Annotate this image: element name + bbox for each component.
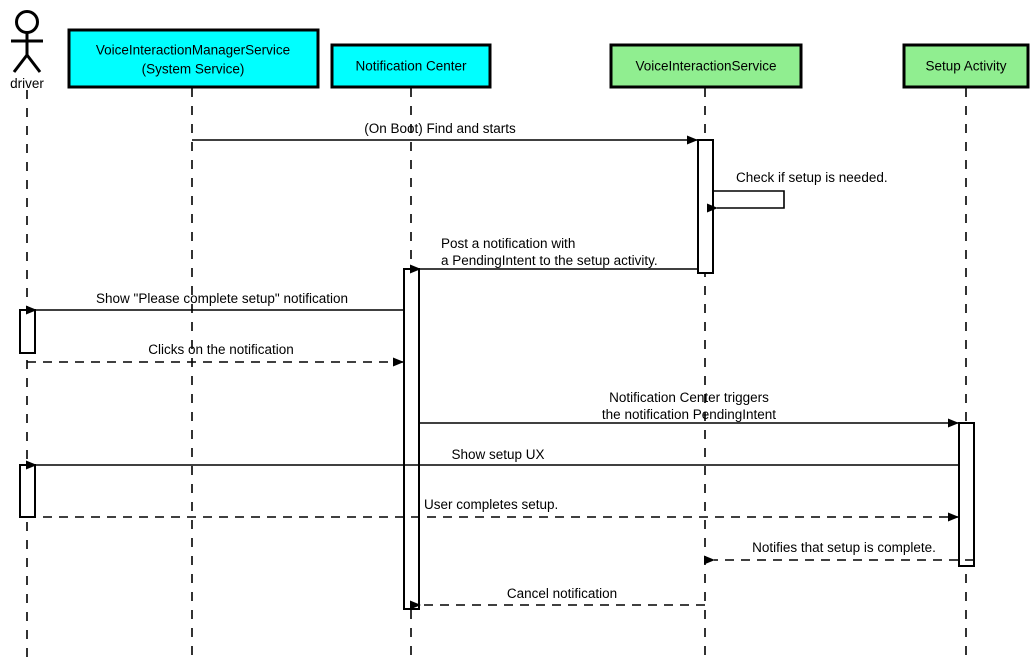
message-label: Clicks on the notification	[148, 342, 294, 357]
activation-bar-notification-center-1	[403, 268, 420, 610]
message-label: (On Boot) Find and starts	[364, 121, 516, 136]
message-label-line1: Notification Center triggers	[609, 390, 769, 405]
participant-label-driver: driver	[10, 76, 44, 91]
actor-head-icon	[15, 10, 39, 34]
participant-notification-center[interactable]: Notification Center	[330, 43, 492, 89]
message-label-line2: a PendingIntent to the setup activity.	[441, 253, 658, 268]
message-show-setup-ux[interactable]: Show setup UX	[26, 447, 959, 470]
message-label: Show setup UX	[451, 447, 544, 462]
message-self-call-path	[707, 190, 785, 213]
message-label-line2: the notification PendingIntent	[602, 407, 776, 422]
message-notification-center-triggers-pendingintent[interactable]: Notification Center triggers the notific…	[419, 390, 959, 428]
participant-label-line1: Notification Center	[355, 59, 467, 74]
actor-leg-right-icon	[25, 54, 42, 73]
message-label-line1: Post a notification with	[441, 236, 575, 251]
message-notifies-that-setup-is-complete[interactable]: Notifies that setup is complete.	[704, 540, 974, 565]
participant-box	[902, 43, 1030, 89]
participant-label-line1: VoiceInteractionManagerService	[96, 43, 290, 58]
participant-setup-activity[interactable]: Setup Activity	[902, 43, 1030, 89]
participant-voiceinteractionservice[interactable]: VoiceInteractionService	[609, 43, 803, 89]
message-post-a-notification[interactable]: Post a notification with a PendingIntent…	[410, 236, 698, 274]
participant-driver[interactable]: driver	[10, 10, 44, 92]
message-user-completes-setup[interactable]: User completes setup.	[27, 497, 959, 522]
activation-bar-driver-2	[19, 464, 36, 518]
message-label: Cancel notification	[507, 586, 617, 601]
participant-box	[67, 28, 320, 89]
participant-box	[609, 43, 803, 89]
participant-box	[330, 43, 492, 89]
message-show-please-complete-setup-notification[interactable]: Show "Please complete setup" notificatio…	[26, 291, 404, 315]
participant-voiceinteractionmanagerservice[interactable]: VoiceInteractionManagerService (System S…	[67, 28, 320, 89]
actor-leg-left-icon	[12, 54, 29, 73]
activation-bar-setup-activity-1	[958, 422, 975, 567]
message-label: Check if setup is needed.	[736, 170, 888, 185]
message-cancel-notification[interactable]: Cancel notification	[410, 586, 705, 610]
message-label: User completes setup.	[424, 497, 558, 512]
message-check-if-setup-is-needed[interactable]: Check if setup is needed.	[707, 170, 888, 213]
activation-bar-voiceinteractionservice-1	[697, 139, 714, 274]
message-label: Show "Please complete setup" notificatio…	[96, 291, 348, 306]
message-label: Notifies that setup is complete.	[752, 540, 936, 555]
participant-label-line2: (System Service)	[142, 62, 245, 77]
message-on-boot-find-and-starts[interactable]: (On Boot) Find and starts	[192, 121, 698, 145]
participant-label-line1: Setup Activity	[925, 59, 1006, 74]
message-clicks-on-the-notification[interactable]: Clicks on the notification	[27, 342, 404, 367]
activation-bars-group	[19, 139, 975, 610]
participant-label-line1: VoiceInteractionService	[635, 59, 776, 74]
activation-bar-driver-1	[19, 309, 36, 354]
